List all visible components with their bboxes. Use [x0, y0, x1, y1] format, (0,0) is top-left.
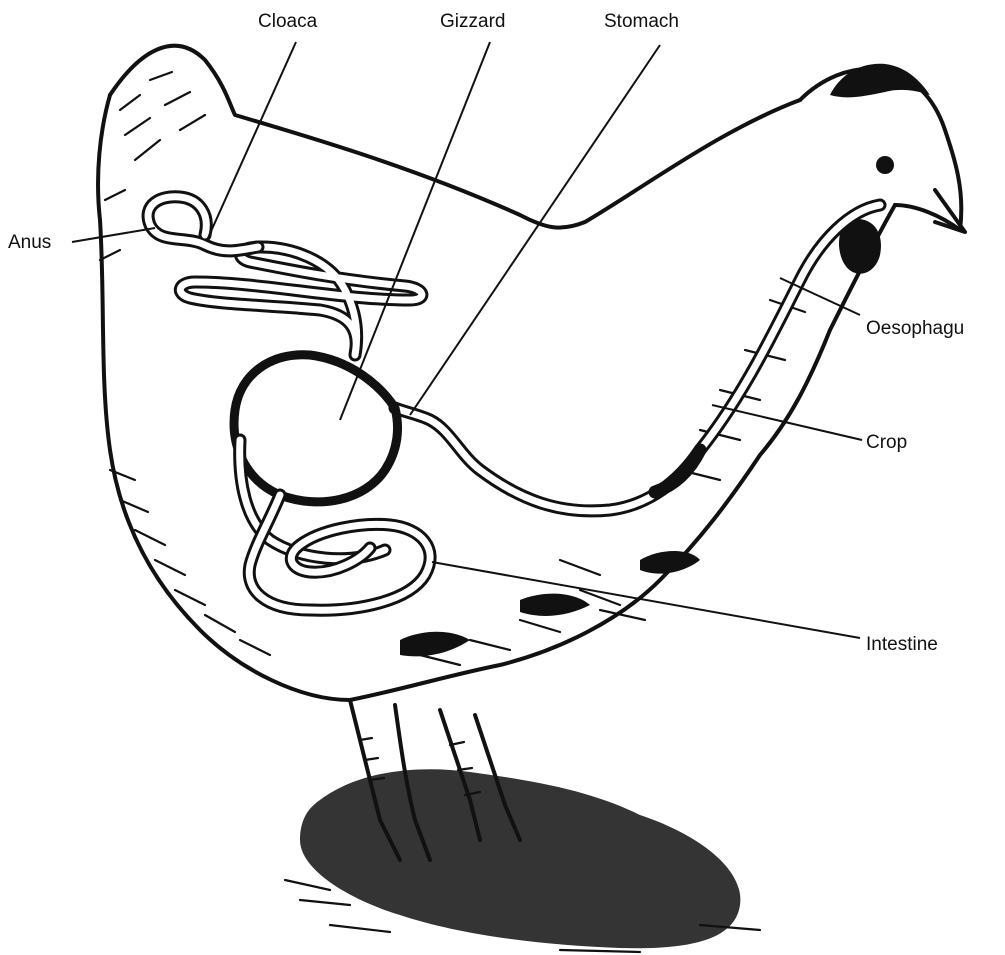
- label-stomach: Stomach: [604, 11, 679, 32]
- label-crop: Crop: [866, 432, 907, 453]
- chicken-body-outline: [98, 46, 965, 700]
- leader-gizzard: [340, 42, 490, 420]
- labels: Cloaca Gizzard Stomach Anus Oesophagu Cr…: [8, 11, 964, 655]
- label-intestine: Intestine: [866, 634, 938, 655]
- label-anus: Anus: [8, 232, 51, 253]
- leader-stomach: [410, 45, 660, 415]
- leader-intestine: [432, 562, 860, 638]
- leader-lines: [72, 42, 862, 638]
- leader-anus: [72, 228, 155, 242]
- leader-cloaca: [208, 42, 296, 238]
- leader-crop: [712, 405, 862, 440]
- digestive-tract: [148, 197, 880, 610]
- label-oesophagus: Oesophagu: [866, 318, 964, 339]
- label-gizzard: Gizzard: [440, 11, 505, 32]
- label-cloaca: Cloaca: [258, 11, 318, 32]
- ground-shadow: [285, 769, 760, 952]
